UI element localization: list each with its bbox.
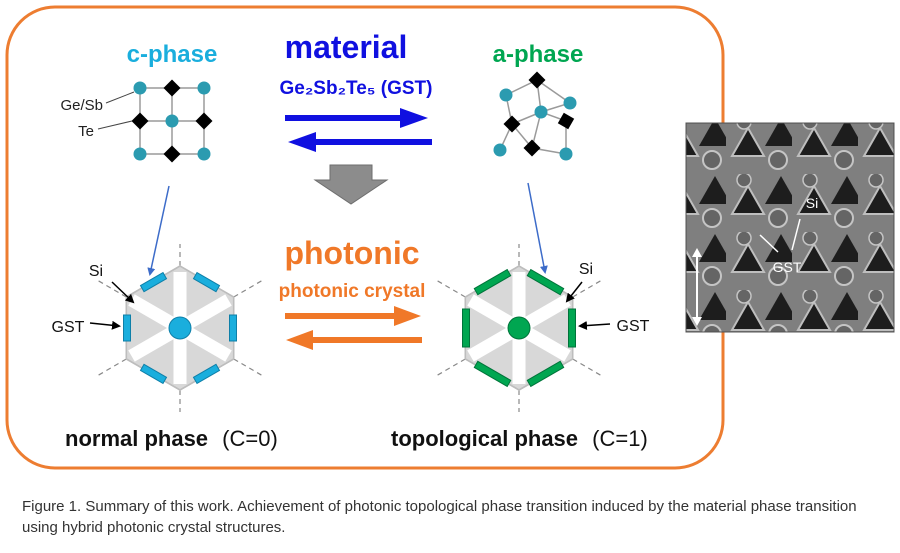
si-left-label: Si — [89, 263, 103, 280]
a-phase-label: a-phase — [493, 41, 584, 68]
si-right-label: Si — [579, 261, 593, 278]
a-phase-connector — [527, 182, 548, 274]
figure-caption: Figure 1. Summary of this work. Achievem… — [22, 498, 857, 536]
sem-image — [685, 122, 895, 333]
amorphous-lattice — [493, 71, 577, 161]
c-phase-connector — [147, 185, 170, 276]
ge-sb-label: Ge/Sb — [60, 97, 103, 114]
material-label: material — [285, 29, 408, 65]
topological-phase-name: topological phase — [391, 426, 578, 451]
material-transition-arrows — [285, 108, 432, 152]
photonic-crystal-label: photonic crystal — [279, 281, 426, 302]
normal-phase-name: normal phase — [65, 426, 208, 451]
si-right-pointer — [565, 281, 583, 303]
gst-right-label: GST — [617, 318, 650, 335]
normal-unit-cell — [96, 244, 264, 412]
c-phase-label: c-phase — [127, 41, 218, 68]
photonic-label: photonic — [284, 235, 419, 271]
topological-phase-label: topological phase (C=1) — [391, 426, 648, 451]
te-label: Te — [78, 123, 94, 140]
gst-left-label: GST — [52, 319, 85, 336]
material-formula: Ge₂Sb₂Te₅ (GST) — [280, 78, 433, 99]
gst-right-pointer — [578, 321, 611, 331]
sem-si-label: Si — [806, 195, 818, 211]
photonic-transition-arrows — [285, 306, 422, 350]
gst-left-pointer — [89, 320, 121, 330]
normal-phase-label: normal phase (C=0) — [65, 426, 278, 451]
si-left-pointer — [111, 281, 135, 304]
normal-phase-chern: (C=0) — [222, 426, 278, 451]
down-arrow — [313, 164, 389, 205]
crystalline-lattice — [97, 79, 213, 163]
sem-gst-label: GST — [773, 259, 802, 275]
topological-phase-chern: (C=1) — [592, 426, 648, 451]
